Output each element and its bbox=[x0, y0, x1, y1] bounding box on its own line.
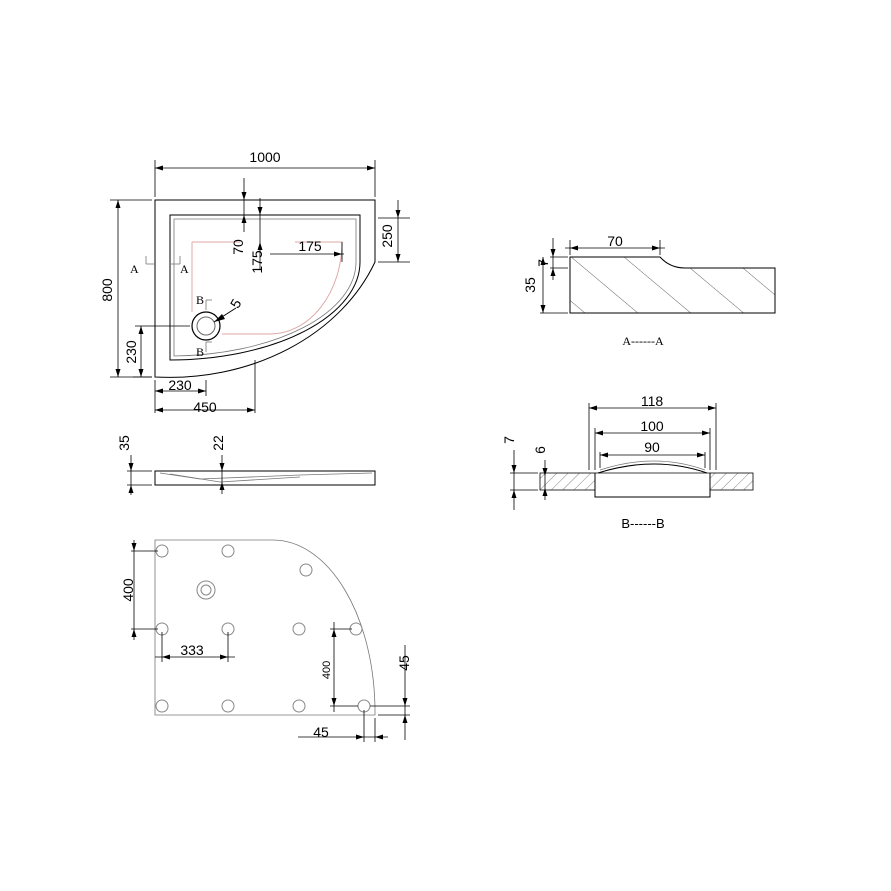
dim-bb-inner: 90 bbox=[644, 439, 660, 455]
drain-inner bbox=[196, 316, 216, 336]
dim-side-depth: 22 bbox=[210, 435, 226, 451]
dim-edge-offset-y: 45 bbox=[396, 655, 412, 671]
section-aa-profile bbox=[569, 256, 776, 314]
dim-bb-outer: 118 bbox=[641, 393, 664, 409]
foot bbox=[221, 544, 235, 558]
section-mark-a-left: A bbox=[130, 262, 139, 276]
side-view: 35 22 bbox=[116, 435, 376, 495]
dim-straight-side: 450 bbox=[193, 399, 217, 415]
section-bb-caption: B------B bbox=[621, 516, 664, 531]
dim-rim-right: 250 bbox=[379, 224, 395, 248]
dim-foot-spacing-y-right: 400 bbox=[321, 661, 333, 679]
dim-drain-from-left: 230 bbox=[168, 377, 192, 393]
section-bb: 118 100 90 7 6 B------B bbox=[501, 393, 754, 531]
foot bbox=[155, 699, 169, 713]
foot bbox=[299, 563, 313, 577]
dim-drain-radius: 5 bbox=[227, 296, 245, 311]
dim-rim-top: 70 bbox=[230, 239, 246, 255]
bottom-view: 400 333 400 45 45 bbox=[120, 539, 412, 742]
dim-foot-spacing-y: 400 bbox=[120, 578, 136, 602]
foot bbox=[292, 699, 306, 713]
dim-drain-from-bottom: 230 bbox=[123, 340, 139, 364]
dim-width: 1000 bbox=[249, 149, 280, 165]
drain-hole-inner bbox=[200, 584, 212, 596]
section-aa: 70 7 35 A------A bbox=[522, 233, 776, 348]
bottom-outline bbox=[154, 539, 376, 716]
plan-view: 1000 800 70 175 175 250 5 bbox=[99, 149, 410, 415]
dim-bb-height-recess: 6 bbox=[532, 446, 548, 454]
dim-side-height: 35 bbox=[116, 435, 132, 451]
tray-basin-inner-line bbox=[173, 218, 357, 357]
side-profile bbox=[154, 470, 376, 486]
drain-guide-line bbox=[191, 241, 343, 335]
dim-depth: 800 bbox=[99, 278, 115, 302]
foot bbox=[292, 622, 306, 636]
dim-inner-radius: 175 bbox=[298, 238, 322, 254]
section-mark-b-bottom: B bbox=[196, 345, 204, 359]
dim-edge-offset-x: 45 bbox=[313, 724, 329, 740]
dim-foot-spacing-x: 333 bbox=[180, 642, 204, 658]
section-aa-caption: A------A bbox=[622, 334, 664, 348]
dim-drain-offset-y: 175 bbox=[249, 250, 265, 274]
foot bbox=[221, 699, 235, 713]
dim-aa-rim-width: 70 bbox=[607, 233, 623, 249]
section-mark-a-right: A bbox=[180, 262, 189, 276]
dim-bb-middle: 100 bbox=[640, 418, 664, 434]
tray-outline bbox=[154, 199, 376, 378]
tray-basin bbox=[169, 214, 361, 361]
dim-aa-height: 35 bbox=[522, 277, 538, 293]
section-mark-b-top: B bbox=[196, 293, 204, 307]
dim-bb-height-total: 7 bbox=[501, 436, 517, 444]
